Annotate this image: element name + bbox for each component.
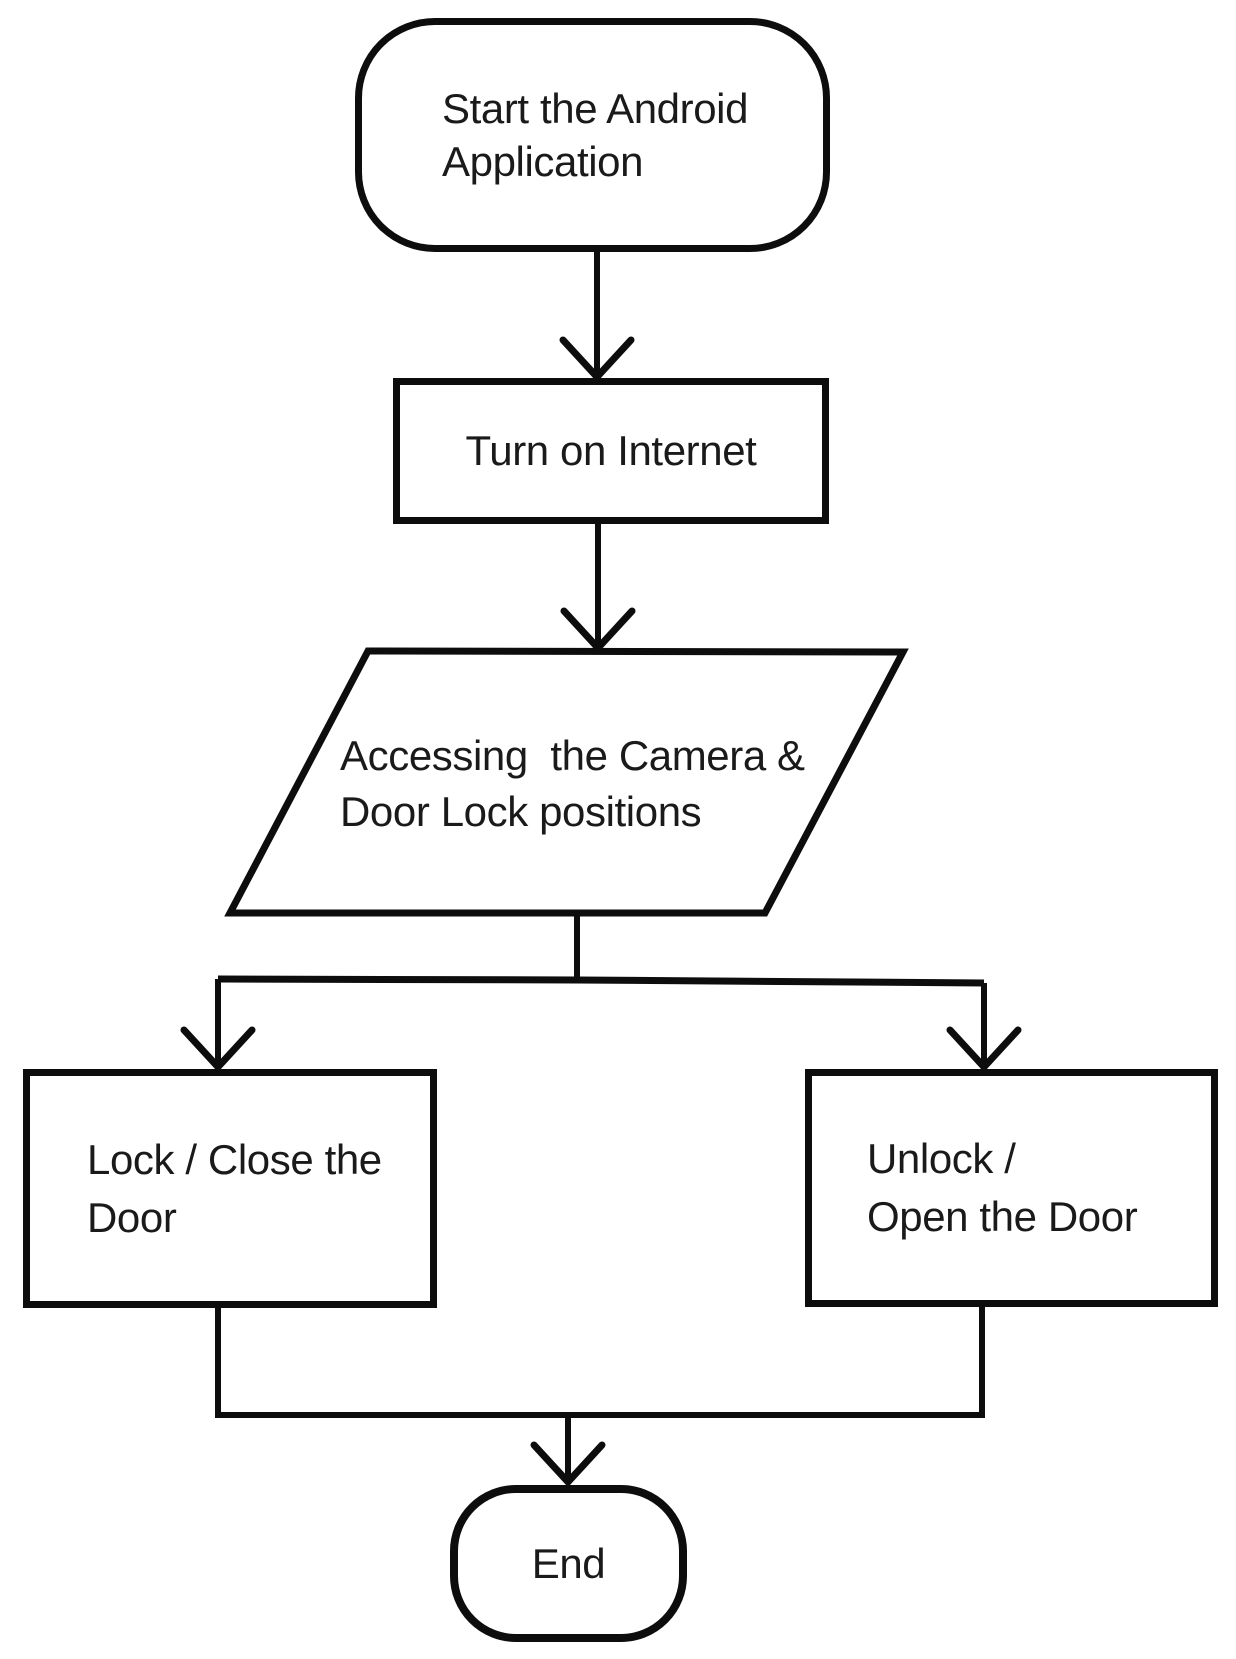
process-turn-on-internet-node: Turn on Internet — [393, 378, 829, 524]
unlock-label-line2: Open the Door — [867, 1193, 1138, 1240]
arrowhead-internet — [559, 336, 635, 381]
access-label-line1: Accessing the Camera & — [340, 732, 805, 779]
io-access-label: Accessing the Camera & Door Lock positio… — [340, 728, 900, 840]
arrowhead-unlock — [946, 1026, 1022, 1071]
lock-label-line1: Lock / Close the — [87, 1135, 382, 1183]
end-terminator-node: End — [450, 1485, 687, 1642]
internet-label: Turn on Internet — [465, 427, 757, 474]
start-label-line2: Application — [442, 138, 644, 185]
arrowhead-lock — [180, 1026, 256, 1071]
arrowhead-access — [560, 607, 636, 652]
start-terminator-node: Start the Android Application — [355, 18, 830, 252]
end-label: End — [531, 1539, 606, 1587]
unlock-label-line1: Unlock / — [867, 1135, 1016, 1182]
io-parallelogram-shape — [224, 647, 909, 917]
lock-label-line2: Door — [87, 1193, 177, 1241]
start-label-line1: Start the Android — [442, 85, 749, 132]
process-unlock-door-node: Unlock / Open the Door — [805, 1069, 1218, 1307]
process-lock-door-node: Lock / Close the Door — [23, 1069, 437, 1308]
access-label-line2: Door Lock positions — [340, 788, 702, 835]
arrowhead-end — [530, 1441, 606, 1486]
branch-bar — [217, 975, 985, 987]
